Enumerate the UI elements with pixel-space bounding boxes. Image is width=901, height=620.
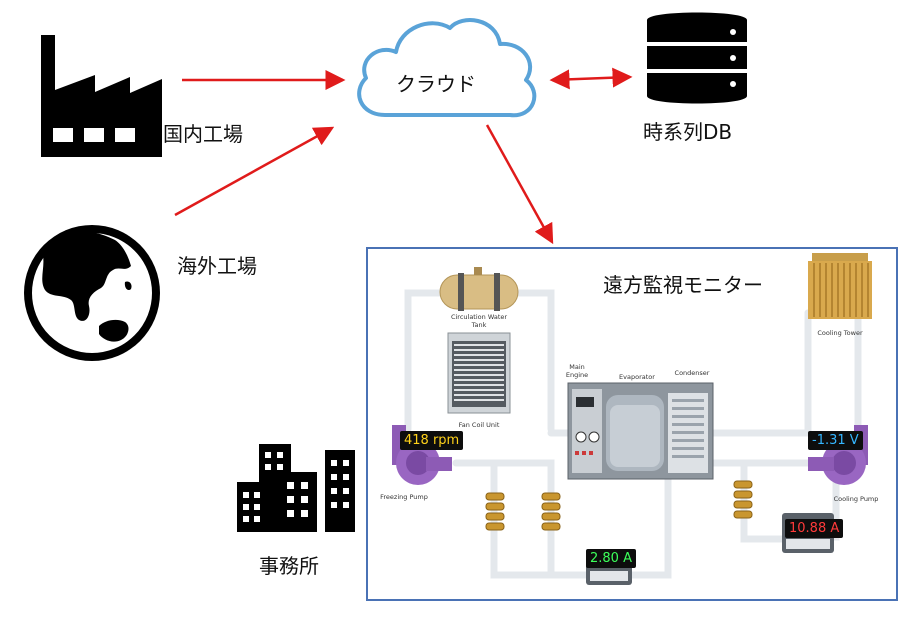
current-readout-1: 2.80 A [586,549,636,568]
factory-icon [41,35,162,157]
domestic-factory-label: 国内工場 [163,122,243,146]
arrow-cloud-db [549,67,633,90]
voltage-readout: -1.31 V [808,431,863,450]
office-buildings-icon [237,444,355,532]
arrow-cloud-to-monitor [485,124,554,245]
fan-coil-unit [447,332,511,414]
remote-monitor-panel: 遠方監視モニター Circulation Water Tank Fan Coil… [366,247,898,601]
office-label: 事務所 [259,554,319,578]
fan-coil-label: Fan Coil Unit [458,421,500,429]
timeseries-db-label: 時系列DB [643,120,733,144]
overseas-factory-label: 海外工場 [177,254,257,278]
cloud-icon [357,18,537,118]
globe-icon [24,225,160,361]
monitor-title: 遠方監視モニター [603,273,763,297]
cooling-pump-label: Cooling Pump [833,495,879,503]
current-readout-2: 10.88 A [785,519,844,538]
evaporator-label: Evaporator [619,373,655,381]
main-engine-label: Main Engine [565,363,589,379]
rpm-readout: 418 rpm [400,431,464,450]
circulation-tank [439,267,519,311]
freezing-pump-label: Freezing Pump [380,493,428,501]
freezing-pump [392,425,452,485]
valve-coils [485,480,753,531]
cloud-label: クラウド [396,72,476,96]
chiller-unit [567,382,714,480]
cooling-tower-label: Cooling Tower [817,329,863,337]
arrow-overseas-to-cloud [174,126,335,217]
circulation-tank-label: Circulation Water Tank [450,313,508,329]
database-icon [647,12,747,104]
cooling-tower [808,253,872,319]
condenser-label: Condenser [674,369,710,377]
